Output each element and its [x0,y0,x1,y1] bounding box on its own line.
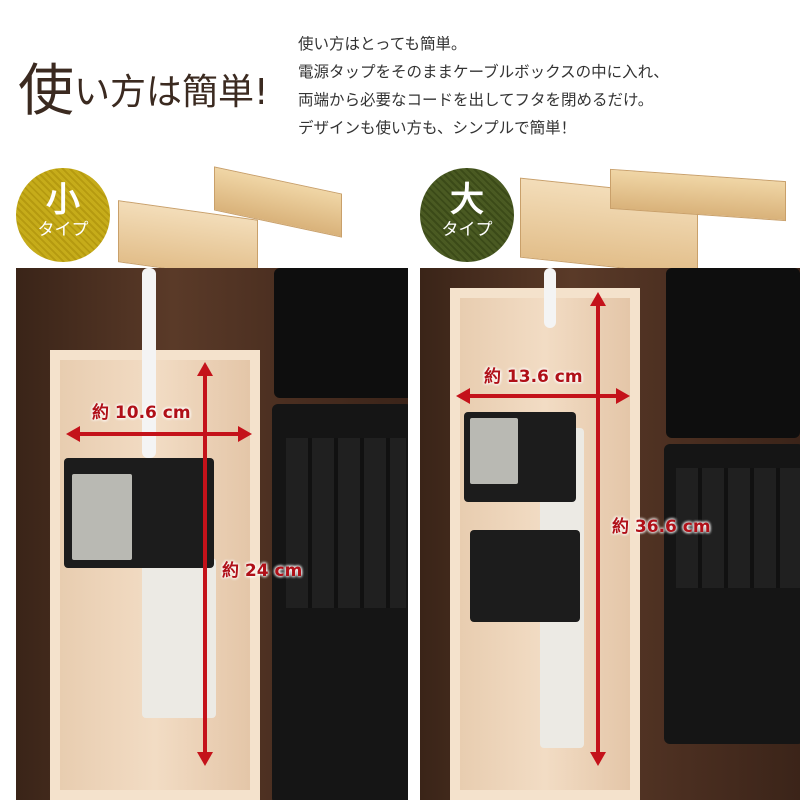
headline-first-char: 使 [18,59,74,124]
small-type-photo: 約 10.6 cm 約 24 cm [16,268,408,800]
large-width-label: 約 13.6 cm [484,367,583,387]
description: 使い方はとっても簡単。 電源タップをそのままケーブルボックスの中に入れ、 両端か… [298,30,669,142]
type-label: タイプ [441,220,493,240]
small-length-label: 約 24 cm [222,561,303,581]
large-length-label: 約 36.6 cm [612,517,711,537]
description-line: 使い方はとっても簡単。 [298,35,467,53]
small-width-label: 約 10.6 cm [92,403,191,423]
size-char: 小 [46,180,80,220]
description-line: 両端から必要なコードを出してフタを閉めるだけ。 [298,91,654,109]
large-type-badge: 大 タイプ [420,168,514,262]
type-label: タイプ [37,220,89,240]
description-line: 電源タップをそのままケーブルボックスの中に入れ、 [298,63,669,81]
size-char: 大 [450,180,484,220]
headline: 使い方は簡単! [18,46,268,127]
large-type-photo: 約 13.6 cm 約 36.6 cm [420,268,800,800]
description-line: デザインも使い方も、シンプルで簡単！ [298,119,577,137]
small-type-badge: 小 タイプ [16,168,110,262]
headline-rest: い方は簡単! [74,72,269,113]
